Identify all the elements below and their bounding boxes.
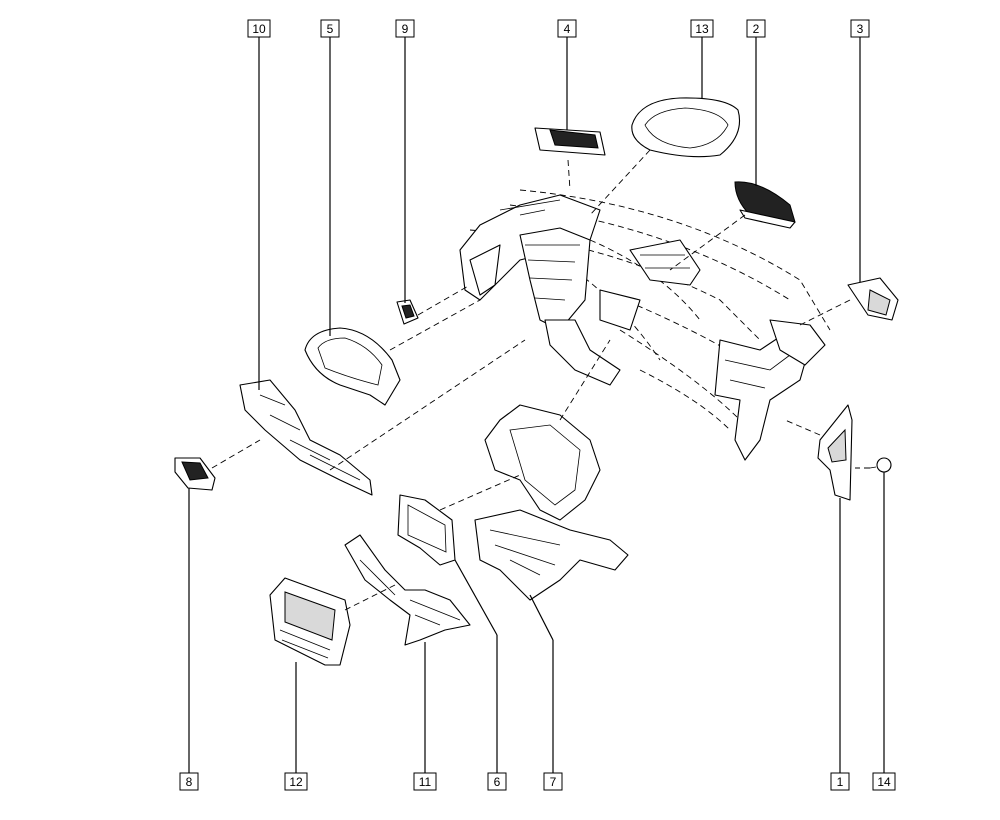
- part-2-speaker-grille: [734, 181, 796, 229]
- assembly-arrows: [211, 149, 870, 611]
- part-12-radio-facia: [269, 577, 351, 666]
- callout-3-label: 3: [857, 22, 864, 36]
- callout-11: 11: [413, 772, 437, 791]
- callout-6-label: 6: [494, 775, 501, 789]
- callout-2: 2: [746, 19, 766, 38]
- callout-14: 14: [872, 772, 896, 791]
- part-13-airbag-cover: [631, 97, 741, 158]
- part-10-lower-trim: [239, 379, 373, 496]
- callout-5-label: 5: [327, 22, 334, 36]
- callout-7-label: 7: [550, 775, 557, 789]
- callout-8-label: 8: [186, 775, 193, 789]
- part-11-console-panel: [344, 534, 471, 646]
- callout-4: 4: [557, 19, 577, 38]
- part-14-clip: [869, 457, 892, 473]
- callout-12: 12: [284, 772, 308, 791]
- callout-9-label: 9: [402, 22, 409, 36]
- leader-lines: [188, 37, 885, 773]
- callout-13-label: 13: [695, 22, 709, 36]
- callout-13: 13: [690, 19, 714, 38]
- callout-1: 1: [830, 772, 850, 791]
- callout-5: 5: [320, 19, 340, 38]
- callout-14-label: 14: [877, 775, 891, 789]
- callout-6: 6: [487, 772, 507, 791]
- part-1-side-trim: [817, 404, 853, 501]
- callout-10-label: 10: [252, 22, 266, 36]
- callout-9: 9: [395, 19, 415, 38]
- dashboard-carrier-part: [459, 189, 831, 461]
- part-6-bracket: [397, 494, 456, 566]
- callout-2-label: 2: [753, 22, 760, 36]
- callout-8: 8: [179, 772, 199, 791]
- callout-3: 3: [850, 19, 870, 38]
- part-9-switch: [396, 299, 419, 325]
- part-5-instrument-surround: [304, 327, 401, 406]
- callout-7: 7: [543, 772, 563, 791]
- part-4-speaker-grille: [534, 127, 606, 156]
- callout-1-label: 1: [837, 775, 844, 789]
- callout-11-label: 11: [419, 775, 432, 789]
- part-8-switch-block: [174, 457, 216, 491]
- part-3-end-cap: [847, 277, 899, 321]
- callout-4-label: 4: [564, 22, 571, 36]
- callout-10: 10: [247, 19, 271, 38]
- part-7-console-frame: [474, 404, 629, 601]
- callout-12-label: 12: [289, 775, 303, 789]
